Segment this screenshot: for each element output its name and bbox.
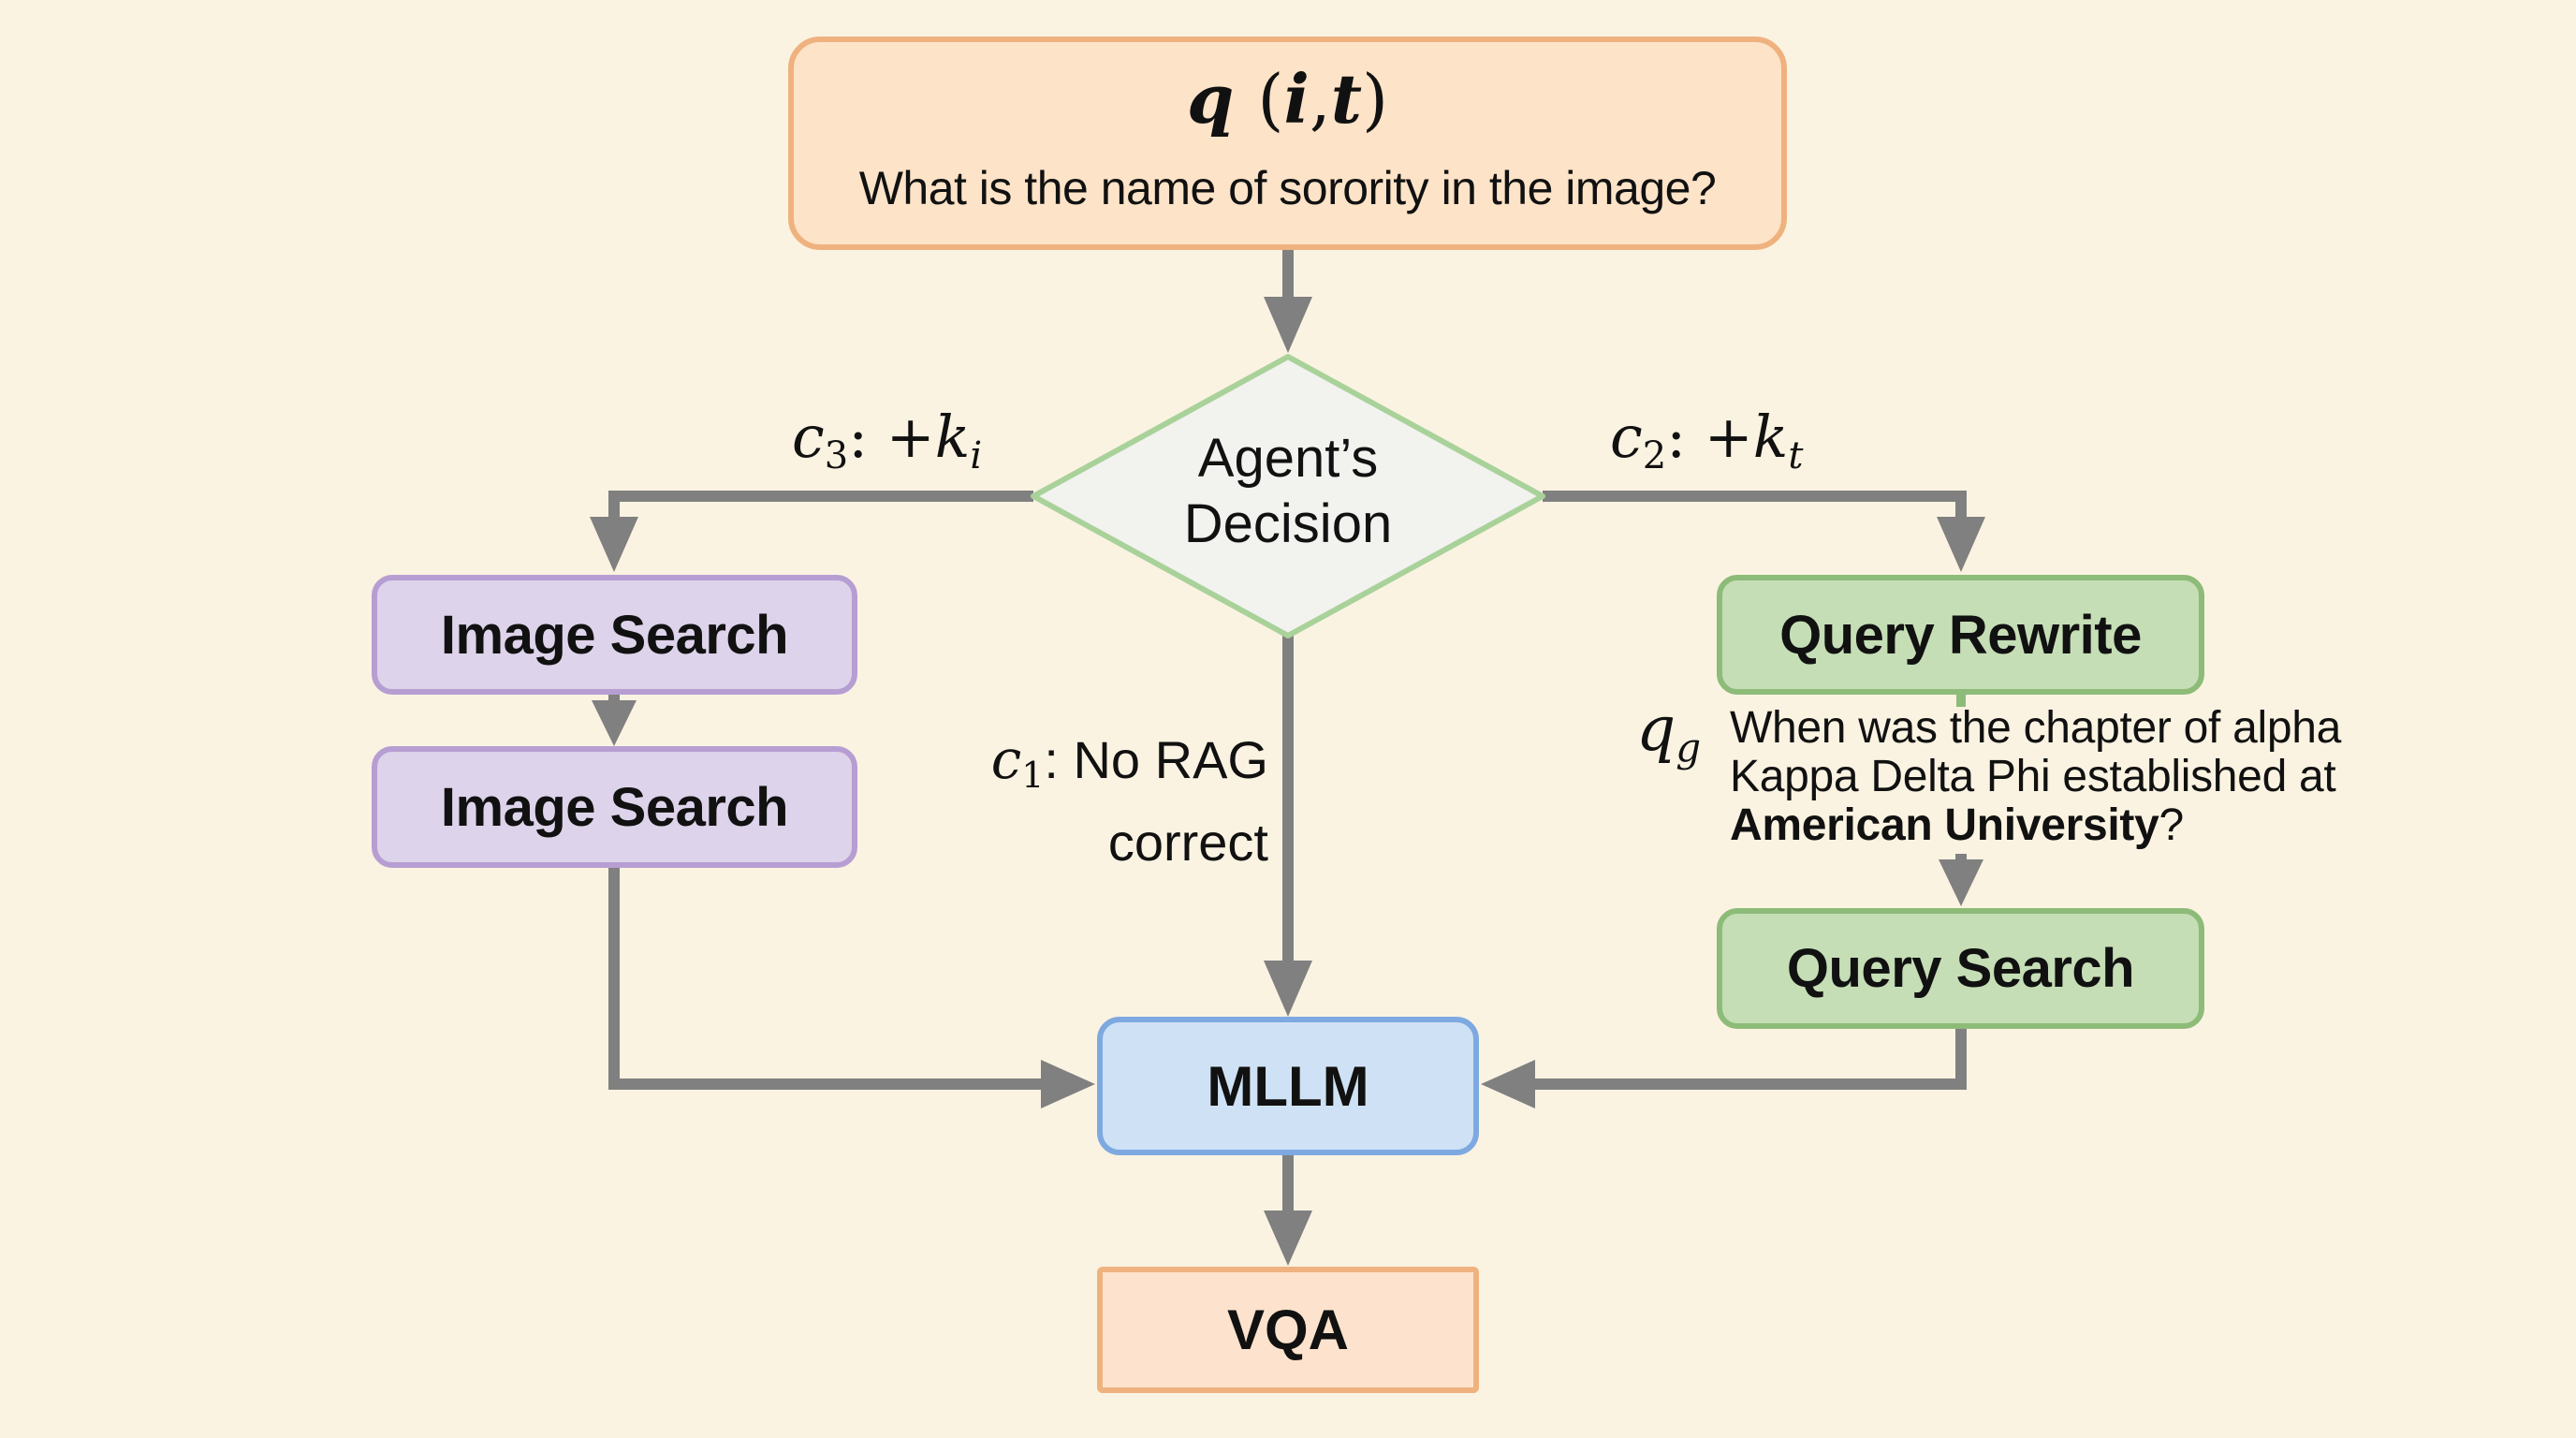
mllm-node: MLLM	[1097, 1017, 1479, 1155]
c2-k: k	[1752, 403, 1789, 471]
arrowhead-query-search	[1939, 859, 1983, 906]
arrow-decision-to-image-search	[608, 491, 1033, 524]
arrowhead-vqa	[1264, 1211, 1312, 1266]
arrowhead-query-rewrite	[1937, 517, 1985, 572]
formula-close-paren: )	[1361, 60, 1389, 139]
rewritten-query-line1: When was the chapter of alpha	[1730, 703, 2342, 753]
qg-q: q	[1636, 693, 1676, 765]
formula-comma: ,	[1309, 60, 1331, 139]
c2-symbol: c	[1610, 403, 1643, 471]
c3-k-subscript: i	[970, 434, 983, 477]
query-search-node: Query Search	[1717, 908, 2204, 1029]
image-search-2-label: Image Search	[440, 776, 789, 838]
image-search-node-2: Image Search	[372, 746, 857, 868]
image-search-1-label: Image Search	[440, 604, 789, 666]
arrowhead-mllm-left	[1041, 1060, 1095, 1108]
rewritten-query-symbol: qg	[1636, 693, 1701, 770]
formula-open-paren: (	[1257, 60, 1284, 139]
decision-label-line2: Decision	[1183, 493, 1393, 554]
question-text: What is the name of sorority in the imag…	[858, 162, 1717, 214]
rewritten-query-entity: American University	[1730, 800, 2159, 850]
c2-k-subscript: t	[1788, 434, 1804, 477]
rewritten-query-line2: Kappa Delta Phi established at	[1730, 752, 2336, 801]
c3-k: k	[934, 403, 971, 471]
arrow-decision-to-query-rewrite	[1543, 491, 1967, 524]
c2-subscript: 2	[1642, 434, 1667, 477]
question-formula: q (i,t)	[1187, 66, 1388, 134]
formula-q: q	[1186, 59, 1235, 139]
c3-subscript: 3	[824, 434, 849, 477]
rewritten-query-line3: American University?	[1730, 801, 2404, 850]
decision-label-line1: Agent’s	[1197, 428, 1379, 489]
branch-label-c3: c3: +ki	[792, 403, 982, 477]
branch-label-c1: c1: No RAG correct	[991, 726, 1268, 876]
rewritten-query-text: When was the chapter of alpha Kappa Delt…	[1730, 704, 2404, 850]
c1-text-line1: : No RAG	[1044, 730, 1268, 789]
vqa-node: VQA	[1097, 1267, 1479, 1393]
arrowhead-mllm-right	[1481, 1060, 1535, 1108]
formula-t: t	[1330, 59, 1362, 139]
c1-text-line2: correct	[1107, 813, 1268, 872]
c2-separator: :	[1666, 403, 1687, 471]
c3-plus: +	[886, 403, 935, 471]
decision-diamond	[1031, 354, 1545, 638]
vqa-label: VQA	[1226, 1299, 1350, 1361]
c1-line1: c1: No RAG	[991, 726, 1268, 809]
arrowhead-mllm-top	[1264, 961, 1312, 1017]
c3-symbol: c	[792, 403, 825, 471]
image-search-node-1: Image Search	[372, 575, 857, 695]
c1-subscript: 1	[1021, 755, 1045, 796]
arrowhead-image-search-1	[590, 517, 638, 572]
mllm-label: MLLM	[1207, 1054, 1369, 1118]
arrow-image-search-to-mllm	[608, 868, 1046, 1090]
arrowhead-image-search-2	[592, 700, 637, 746]
branch-label-c2: c2: +kt	[1610, 403, 1803, 477]
qg-subscript: g	[1676, 725, 1702, 770]
query-search-label: Query Search	[1786, 938, 2135, 999]
c1-symbol: c	[990, 727, 1022, 791]
c2-plus: +	[1704, 403, 1753, 471]
formula-i: i	[1283, 59, 1310, 139]
query-rewrite-label: Query Rewrite	[1779, 604, 2142, 666]
c3-separator: :	[848, 403, 869, 471]
question-node: q (i,t) What is the name of sorority in …	[788, 37, 1787, 250]
arrow-query-search-to-mllm	[1531, 1029, 1967, 1090]
decision-label: Agent’s Decision	[1101, 426, 1475, 557]
arrowhead-decision	[1264, 297, 1312, 353]
rewritten-query-end: ?	[2159, 800, 2185, 850]
query-rewrite-node: Query Rewrite	[1717, 575, 2204, 695]
